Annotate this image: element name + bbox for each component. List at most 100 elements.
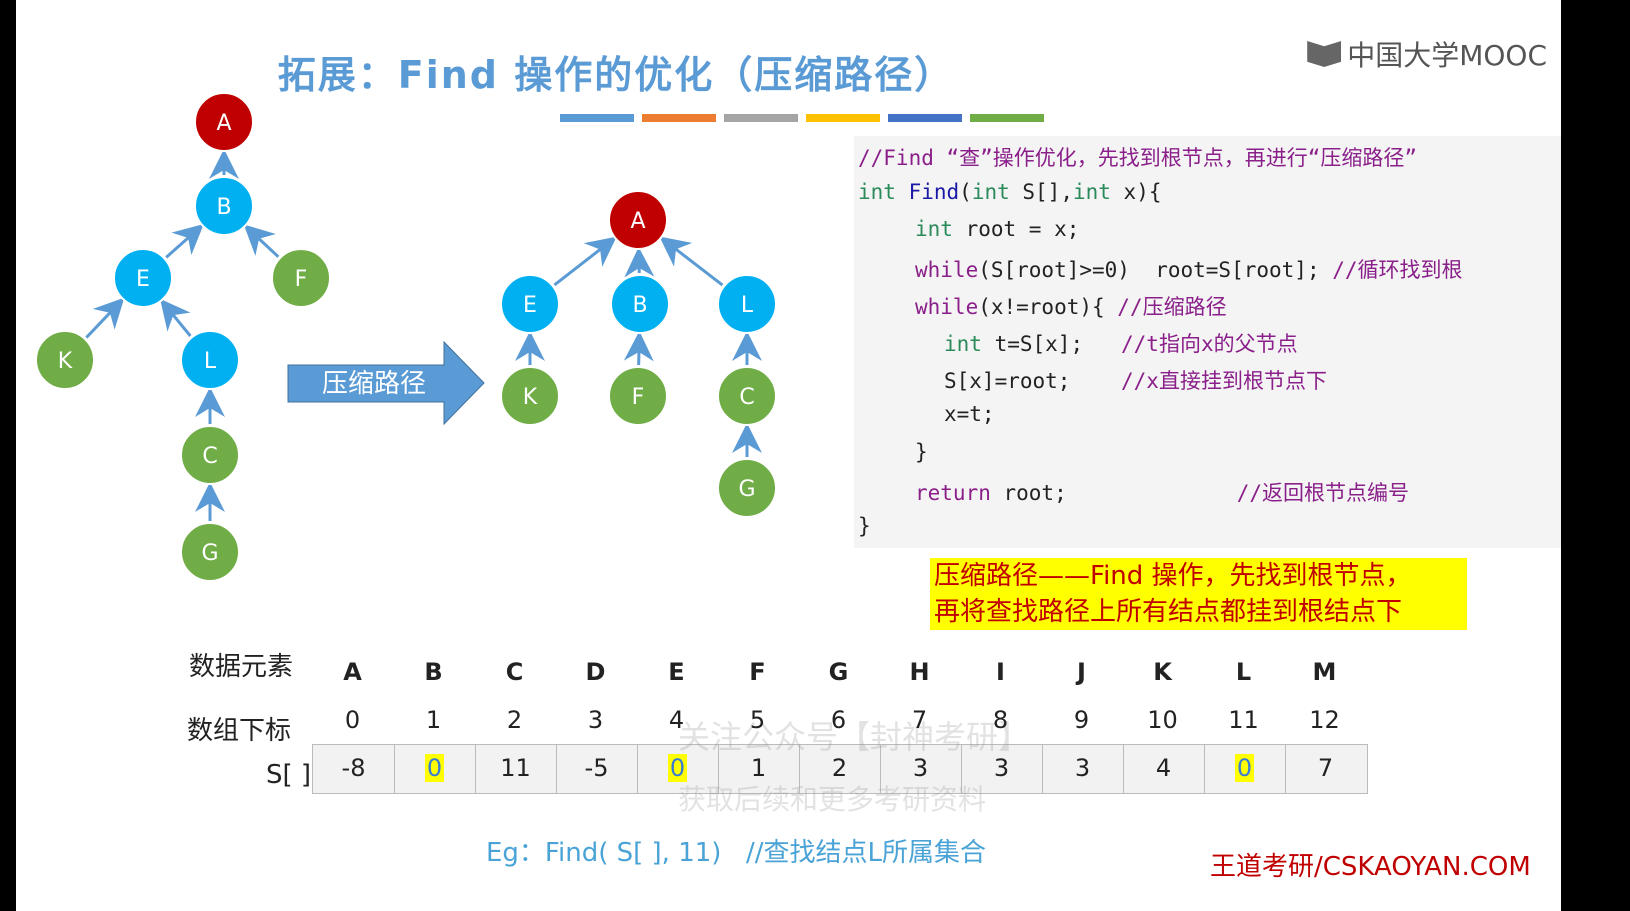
cell-divider: [880, 745, 881, 793]
tree-node-c: C: [717, 366, 777, 426]
s-array-cell: 0: [637, 754, 718, 782]
code-comment: //Find “查”操作优化，先找到根节点，再进行“压缩路径”: [858, 146, 1418, 170]
element-cell: B: [424, 658, 443, 686]
node-label: G: [738, 477, 755, 502]
node-label: A: [216, 111, 231, 136]
cell-divider: [718, 745, 719, 793]
index-cell: 0: [344, 706, 361, 734]
tree-node-e: E: [113, 248, 173, 308]
index-cell: 6: [830, 706, 847, 734]
node-label: E: [523, 293, 537, 318]
node-label: L: [741, 293, 754, 318]
cell-divider: [556, 745, 557, 793]
node-label: E: [136, 267, 150, 292]
code-line: x=t;: [944, 402, 995, 426]
s-array-cell: 2: [831, 754, 848, 782]
node-label: K: [58, 349, 73, 374]
element-cell: F: [749, 658, 766, 686]
left-tree: A B E F K L C G: [35, 92, 331, 582]
tree-node-l: L: [717, 274, 777, 334]
label-s: S[ ]: [266, 760, 312, 790]
s-array-cell: 0: [1204, 754, 1285, 782]
tree-node-b: B: [610, 274, 670, 334]
code-line: while(S[root]>=0) root=S[root]; //循环找到根: [915, 258, 1463, 282]
node-label: C: [202, 444, 217, 469]
cell-divider: [1123, 745, 1124, 793]
code-line: }: [915, 440, 928, 464]
index-cell: 8: [992, 706, 1009, 734]
node-label: A: [630, 209, 645, 234]
tree-node-a: A: [608, 190, 668, 250]
s-array-cell: 0: [394, 754, 475, 782]
s-array-cell: 3: [993, 754, 1010, 782]
tree-node-l: L: [180, 330, 240, 390]
example-comment: //查找结点L所属集合: [746, 838, 987, 868]
index-cell: 9: [1073, 706, 1090, 734]
trees-diagram: 压缩路径 A B E F K L C G A E B L K F C G: [35, 92, 777, 582]
color-bar: [560, 114, 634, 122]
color-bar: [642, 114, 716, 122]
compress-arrow-label: 压缩路径: [322, 369, 426, 399]
footer-brand: 王道考研/CSKAOYAN.COM: [1210, 852, 1531, 882]
s-array-cell: 3: [1074, 754, 1091, 782]
element-cell: K: [1153, 658, 1172, 686]
s-array-cell: 7: [1317, 754, 1334, 782]
slide-title: 拓展：Find 操作的优化（压缩路径）: [277, 53, 955, 97]
tree-node-k: K: [35, 330, 95, 390]
s-array-cell: 3: [912, 754, 929, 782]
element-cell: I: [996, 658, 1005, 686]
element-cell: C: [505, 658, 524, 686]
color-bar: [888, 114, 962, 122]
node-label: B: [632, 293, 647, 318]
code-line: }: [858, 514, 871, 538]
element-cell: G: [828, 658, 849, 686]
index-cell: 7: [911, 706, 928, 734]
cell-divider: [1042, 745, 1043, 793]
example-call: Eg：Find( S[ ], 11): [486, 838, 722, 868]
index-cell: 5: [749, 706, 766, 734]
label-index: 数组下标: [187, 716, 292, 746]
tree-edge: [623, 330, 654, 366]
logo-text: 中国大学MOOC: [1347, 39, 1547, 72]
cell-divider: [799, 745, 800, 793]
node-label: C: [739, 385, 754, 410]
code-line: while(x!=root){ //压缩路径: [915, 295, 1227, 319]
cell-divider: [394, 745, 395, 793]
index-cell: 10: [1147, 706, 1178, 734]
left-tree-edges: [85, 149, 280, 521]
index-cell: 1: [425, 706, 442, 734]
node-label: B: [216, 195, 231, 220]
cell-divider: [1285, 745, 1286, 793]
cell-divider: [475, 745, 476, 793]
watermark: 获取后续和更多考研资料: [678, 783, 987, 816]
tree-node-f: F: [271, 248, 331, 308]
node-label: G: [201, 541, 218, 566]
highlighted-value: 0: [667, 754, 688, 782]
code-block: //Find “查”操作优化，先找到根节点，再进行“压缩路径” int Find…: [854, 136, 1561, 548]
color-bars: [560, 114, 1044, 122]
tree-edge: [85, 297, 125, 339]
code-line: S[x]=root; //x直接挂到根节点下: [944, 369, 1327, 393]
color-bar: [806, 114, 880, 122]
compress-arrow: 压缩路径: [287, 340, 485, 426]
index-cell: 12: [1309, 706, 1340, 734]
tree-edge: [659, 236, 724, 287]
highlighted-value: 0: [1234, 754, 1255, 782]
element-cell: D: [585, 658, 606, 686]
code-line: return root;//返回根节点编号: [915, 481, 1410, 505]
tree-edge: [553, 236, 617, 287]
element-cell: M: [1312, 658, 1337, 686]
watermark: 关注公众号【封神考研】: [678, 718, 1031, 756]
tree-node-b: B: [194, 176, 254, 236]
s-array-cell: 1: [750, 754, 767, 782]
element-cell: H: [909, 658, 930, 686]
tree-node-a: A: [194, 92, 254, 152]
index-cell: 2: [506, 706, 523, 734]
tree-node-g: G: [717, 458, 777, 518]
code-line: int t=S[x]; //t指向x的父节点: [944, 332, 1298, 356]
cell-divider: [961, 745, 962, 793]
node-label: K: [523, 385, 538, 410]
code-line: int Find(int S[],int x){: [858, 180, 1162, 204]
